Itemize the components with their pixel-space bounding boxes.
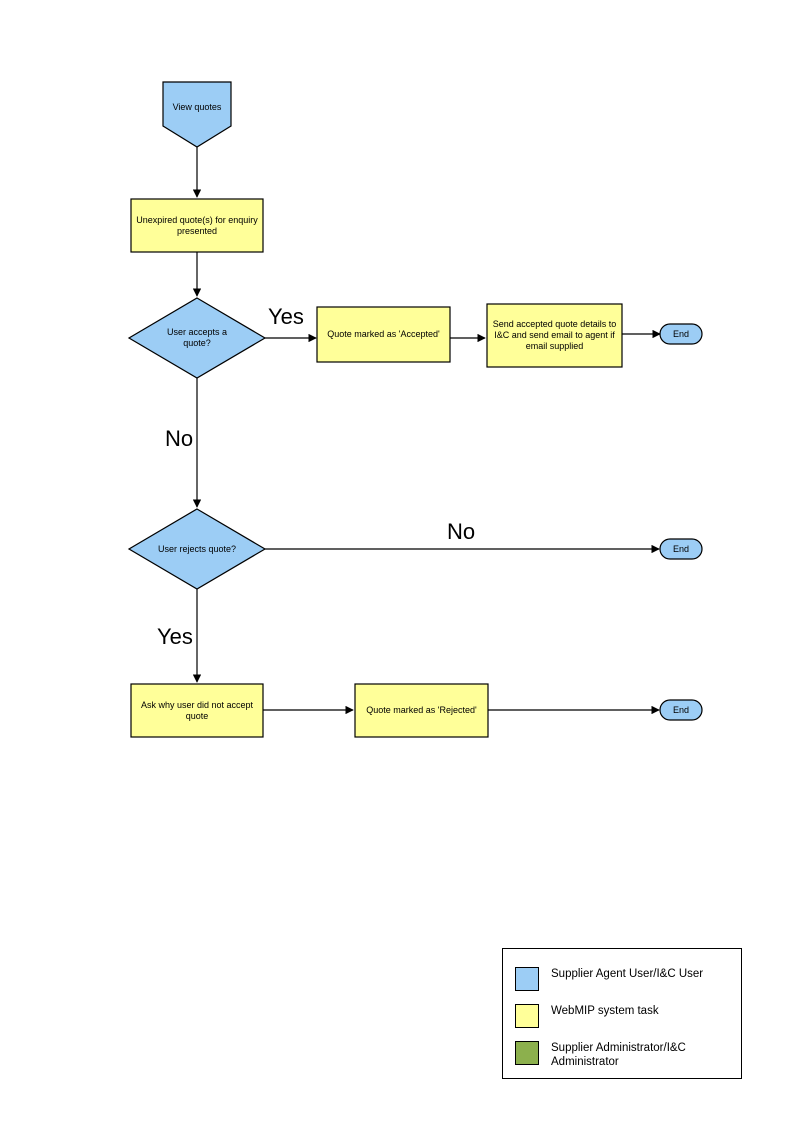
legend-panel: Supplier Agent User/I&C User WebMIP syst…	[502, 948, 742, 1079]
legend-item-supplier-admin: Supplier Administrator/I&C Administrator	[515, 1041, 741, 1069]
node-unexpired-quotes[interactable]	[130, 198, 264, 253]
node-end-2[interactable]	[659, 538, 703, 560]
node-end-1[interactable]	[659, 323, 703, 345]
connector-group	[192, 147, 661, 715]
legend-item-supplier-agent: Supplier Agent User/I&C User	[515, 967, 703, 991]
node-quote-rejected[interactable]	[354, 683, 489, 738]
node-quote-accepted[interactable]	[316, 306, 451, 363]
node-ask-why[interactable]	[130, 683, 264, 738]
legend-label-supplier-agent: Supplier Agent User/I&C User	[551, 968, 704, 980]
legend-item-webmip-task: WebMIP system task	[515, 1004, 659, 1028]
edge-label-rejects-no: No	[447, 519, 476, 544]
edge-label-accepts-yes: Yes	[268, 304, 304, 329]
node-end-3[interactable]	[659, 699, 703, 721]
node-decision-user-rejects[interactable]	[127, 508, 267, 590]
legend-swatch-green-icon	[515, 1041, 539, 1065]
legend-swatch-blue-icon	[515, 967, 539, 991]
edge-label-rejects-yes: Yes	[157, 624, 193, 649]
node-start-view-quotes[interactable]	[162, 81, 232, 148]
legend-label-supplier-admin: Supplier Administrator/I&C Administrator	[551, 1042, 686, 1068]
edge-label-accepts-no: No	[165, 426, 194, 451]
node-decision-user-accepts[interactable]	[127, 297, 267, 379]
legend-swatch-yellow-icon	[515, 1004, 539, 1028]
legend-label-webmip-task: WebMIP system task	[551, 1005, 659, 1017]
node-send-accepted-details[interactable]	[486, 303, 623, 368]
